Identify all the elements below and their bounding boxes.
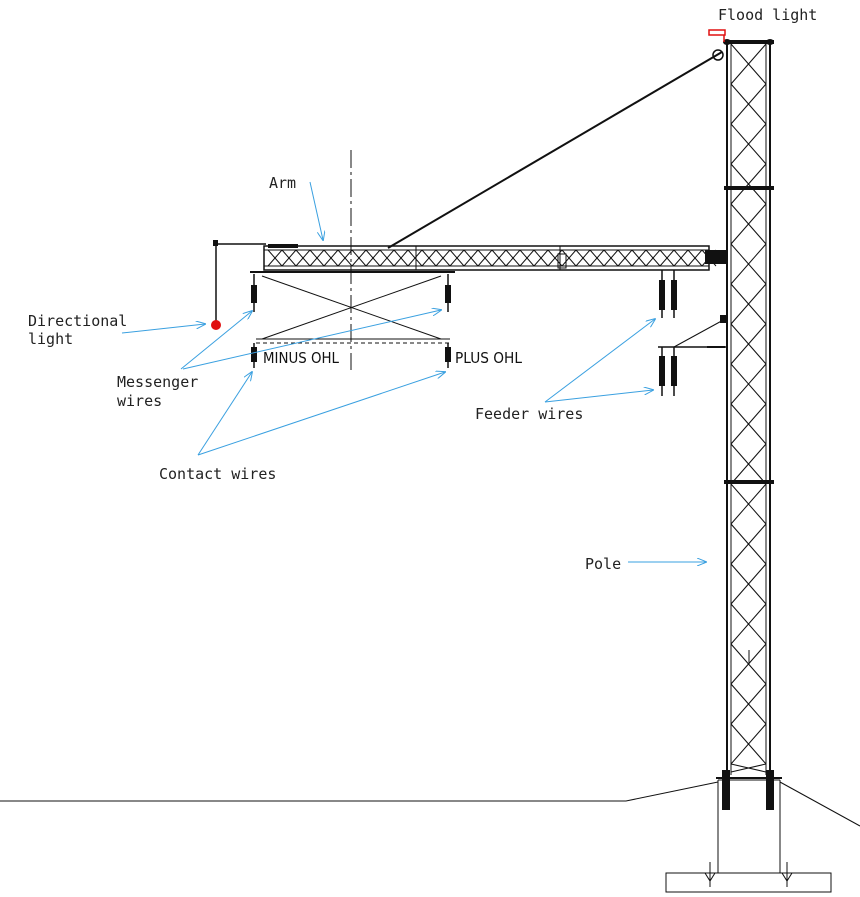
arm-label: Arm (269, 174, 296, 192)
foundation (665, 770, 832, 893)
insulator-plus-contact (445, 343, 451, 368)
feeder-wires-label: Feeder wires (475, 405, 583, 423)
registration-assembly (250, 150, 455, 370)
pole-label: Pole (585, 555, 621, 573)
contact-wires-label: Contact wires (159, 465, 276, 483)
arm (213, 49, 727, 322)
pole (723, 39, 774, 775)
insulator-minus-contact (251, 343, 257, 368)
insulator-minus-messenger (251, 274, 257, 312)
feeder-insulators-upper (659, 270, 677, 318)
flood-light (708, 29, 726, 42)
annotation-arrows (121, 181, 706, 562)
directional-light-label-line2: light (28, 330, 73, 348)
plus-ohl-label: PLUS OHL (455, 349, 523, 367)
insulator-plus-messenger (445, 274, 451, 312)
feeder-insulators-lower (658, 315, 728, 396)
ground-line (0, 781, 860, 827)
minus-ohl-label: MINUS OHL (263, 349, 340, 367)
flood-light-label: Flood light (718, 6, 817, 24)
directional-light (211, 320, 221, 330)
messenger-wires-label-line2: wires (117, 392, 162, 410)
directional-light-label: Directional (28, 312, 127, 330)
messenger-wires-label: Messenger (117, 373, 198, 391)
